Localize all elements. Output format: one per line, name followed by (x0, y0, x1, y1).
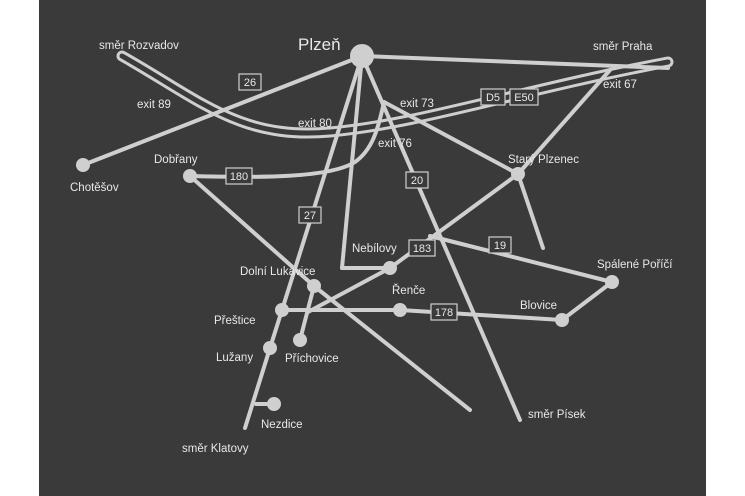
road-plzen-stary (382, 100, 520, 176)
town-spalene-porici-marker (605, 275, 619, 289)
svg-text:180: 180 (230, 171, 248, 183)
town-label-blovice: Blovice (520, 300, 557, 312)
town-dobrany-marker (183, 169, 197, 183)
svg-text:27: 27 (304, 210, 316, 222)
labels: Plzeň směr Rozvadov směr Praha směr Klat… (70, 35, 673, 455)
shield-d5: D5 (480, 88, 506, 106)
town-label-rence: Řenče (392, 284, 425, 297)
road-26 (81, 54, 364, 167)
road-19 (428, 234, 614, 284)
road-lukavice-south (312, 284, 472, 412)
svg-text:178: 178 (435, 307, 453, 319)
town-chotesov-marker (76, 158, 90, 172)
town-label-stary-plzenec: Starý Plzenec (508, 154, 579, 166)
road-plzen-praha (360, 54, 670, 70)
exit-73-label: exit 73 (400, 98, 434, 110)
shield-178: 178 (430, 303, 458, 321)
shield-19: 19 (488, 236, 512, 254)
town-label-prestice: Přeštice (214, 315, 256, 327)
road-shields: 26 180 27 20 183 19 178 D5 (225, 73, 539, 321)
town-stary-plzenec-marker (511, 167, 525, 181)
town-blovice-marker (555, 313, 569, 327)
shield-26: 26 (238, 73, 262, 91)
town-nezdice-marker (267, 397, 281, 411)
road-stary-plzenec-praha (516, 68, 612, 176)
road-plzen-nebilovy (340, 54, 364, 270)
svg-text:20: 20 (411, 175, 423, 187)
road-dobrany-lukavice (188, 174, 316, 288)
town-dolni-lukavice-marker (307, 279, 321, 293)
shield-e50: E50 (509, 88, 539, 106)
road-stary-spalene (516, 172, 545, 250)
svg-text:D5: D5 (486, 92, 500, 104)
town-rence-marker (393, 303, 407, 317)
svg-text:183: 183 (413, 243, 431, 255)
exit-89-label: exit 89 (137, 99, 171, 111)
town-label-luzany: Lužany (216, 352, 253, 364)
direction-praha: směr Praha (593, 41, 653, 53)
shield-20: 20 (405, 171, 429, 189)
shield-183: 183 (408, 239, 436, 257)
city-plzen-marker (350, 44, 374, 68)
town-prichovice-marker (293, 333, 307, 347)
direction-klatovy: směr Klatovy (182, 443, 249, 455)
shield-180: 180 (225, 167, 253, 185)
towns (76, 44, 619, 411)
town-label-prichovice: Příchovice (285, 353, 339, 365)
svg-text:26: 26 (244, 77, 256, 89)
roads (81, 54, 670, 430)
direction-rozvadov: směr Rozvadov (99, 40, 179, 52)
exit-76-label: exit 76 (378, 138, 412, 150)
svg-text:E50: E50 (514, 92, 534, 104)
town-label-nezdice: Nezdice (261, 419, 303, 431)
town-prestice-marker (275, 303, 289, 317)
exit-67-label: exit 67 (603, 79, 637, 91)
road-178 (280, 280, 614, 322)
town-label-nebilovy: Nebílovy (352, 243, 397, 255)
town-nebilovy-marker (383, 261, 397, 275)
city-label-plzen: Plzeň (298, 35, 341, 54)
town-label-dolni-lukavice: Dolní Lukavice (240, 266, 315, 278)
exit-80-label: exit 80 (298, 118, 332, 130)
road-prichovice (298, 284, 316, 342)
town-label-chotesov: Chotěšov (70, 182, 119, 194)
direction-pisek: směr Písek (528, 409, 586, 421)
town-label-spalene-porici: Spálené Poříčí (597, 259, 673, 271)
town-label-dobrany: Dobřany (154, 154, 198, 166)
svg-text:19: 19 (494, 240, 506, 252)
shield-27: 27 (298, 206, 322, 224)
town-luzany-marker (263, 341, 277, 355)
